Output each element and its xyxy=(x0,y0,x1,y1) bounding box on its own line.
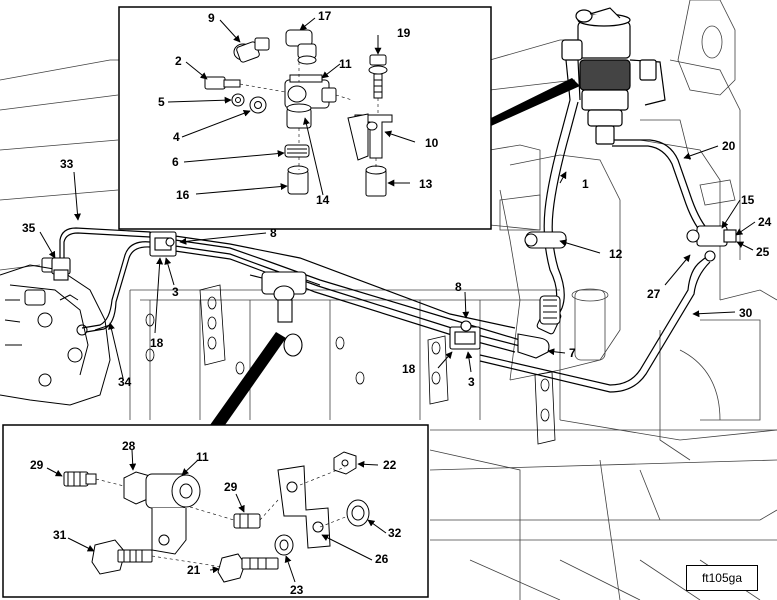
callout-25: 25 xyxy=(756,245,770,259)
callout-9: 9 xyxy=(208,11,215,25)
callout-12: 12 xyxy=(609,247,623,261)
callout-27: 27 xyxy=(647,287,661,301)
callout-2: 2 xyxy=(175,54,182,68)
callout-23: 23 xyxy=(290,583,304,597)
callout-22: 22 xyxy=(383,458,397,472)
callout-5: 5 xyxy=(158,95,165,109)
fuel-filter-assembly xyxy=(561,7,666,145)
callout-20: 20 xyxy=(722,139,736,153)
callout-10: 10 xyxy=(425,136,439,150)
callout-35: 35 xyxy=(22,221,36,235)
callout-28: 28 xyxy=(122,439,136,453)
callout-15: 15 xyxy=(741,193,755,207)
callout-17: 17 xyxy=(318,9,332,23)
callout-8-left: 8 xyxy=(270,226,277,240)
callout-3-left: 3 xyxy=(172,285,179,299)
callout-21: 21 xyxy=(187,563,201,577)
callout-33: 33 xyxy=(60,157,74,171)
callout-32: 32 xyxy=(388,526,402,540)
callout-19: 19 xyxy=(397,26,411,40)
callout-8-right: 8 xyxy=(455,280,462,294)
callout-18-left: 18 xyxy=(150,336,164,350)
callout-4: 4 xyxy=(173,130,180,144)
callout-11-bottom: 11 xyxy=(196,450,209,464)
callout-7: 7 xyxy=(569,346,576,360)
callout-3-right: 3 xyxy=(468,375,475,389)
figure-id-label: ft105ga xyxy=(686,565,758,591)
callout-1: 1 xyxy=(582,177,589,191)
leader-lines xyxy=(39,17,756,583)
callout-29-middle: 29 xyxy=(224,480,238,494)
callout-26: 26 xyxy=(375,552,389,566)
callout-16: 16 xyxy=(176,188,190,202)
callout-14: 14 xyxy=(316,193,330,207)
callout-24: 24 xyxy=(758,215,772,229)
callout-30: 30 xyxy=(739,306,753,320)
callout-29-left: 29 xyxy=(30,458,44,472)
line-clamps xyxy=(51,225,737,359)
bottom-detail-inset xyxy=(2,332,429,598)
callout-18-right: 18 xyxy=(402,362,416,376)
callout-31: 31 xyxy=(53,528,67,542)
callout-13: 13 xyxy=(419,177,433,191)
callout-6: 6 xyxy=(172,155,179,169)
callout-34: 34 xyxy=(118,375,132,389)
engine-bolt-holes xyxy=(145,284,556,445)
callout-11-top: 11 xyxy=(339,57,352,71)
line-1-fittings xyxy=(539,295,561,325)
